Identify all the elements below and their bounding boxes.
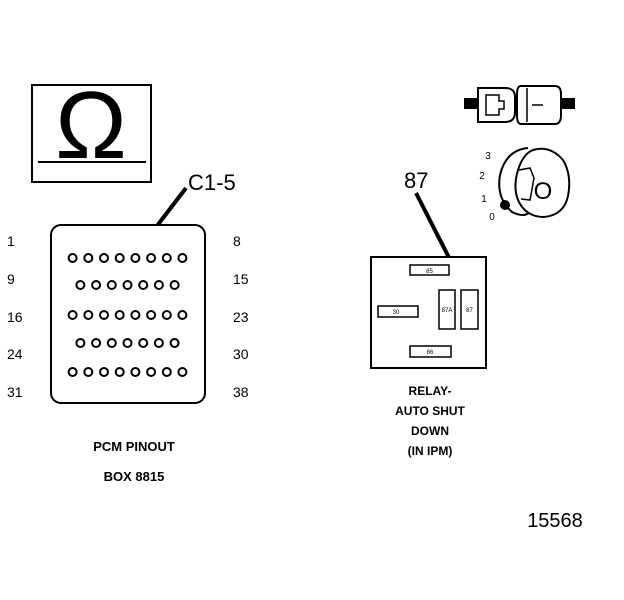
relay-terminal-87: 87 xyxy=(460,289,479,330)
figure-number: 15568 xyxy=(527,510,583,532)
pcm-pin xyxy=(153,338,164,348)
pcm-pin xyxy=(91,338,102,348)
pcm-pin xyxy=(67,367,78,377)
pcm-pin-grid xyxy=(67,253,188,377)
pcm-pin xyxy=(177,253,188,263)
row-label-right: 23 xyxy=(233,309,249,325)
pcm-pin xyxy=(177,367,188,377)
svg-text:30: 30 xyxy=(393,310,400,316)
pcm-pin xyxy=(75,280,86,290)
ignition-key-letter: O xyxy=(534,178,553,205)
pcm-connector xyxy=(50,224,206,404)
row-label-left: 16 xyxy=(7,309,23,325)
relay-terminal-85: 85 xyxy=(409,264,450,276)
relay-terminal-87a: 87A xyxy=(438,289,456,330)
row-label-right: 8 xyxy=(233,233,241,249)
pcm-caption-line2: BOX 8815 xyxy=(104,469,165,484)
pcm-pin xyxy=(169,280,180,290)
ignition-switch-icon: O 3 2 1 0 xyxy=(479,147,571,223)
relay-caption-line2: AUTO SHUT xyxy=(395,404,465,418)
relay-caption-line1: RELAY- xyxy=(409,384,452,398)
pcm-pin xyxy=(91,280,102,290)
pcm-callout-label: C1-5 xyxy=(188,170,236,195)
pcm-pin xyxy=(99,367,109,377)
row-label-left: 31 xyxy=(7,384,23,400)
pcm-pin xyxy=(83,310,94,320)
ohm-icon: Ω xyxy=(55,72,127,179)
relay-caption-line4: (IN IPM) xyxy=(408,444,453,458)
pcm-pin xyxy=(114,310,125,320)
ignition-position-label: 2 xyxy=(479,171,485,182)
svg-text:87: 87 xyxy=(466,308,473,314)
pcm-pin xyxy=(114,367,125,377)
relay-callout-label: 87 xyxy=(404,168,428,193)
pcm-pin xyxy=(83,367,94,377)
pcm-pin xyxy=(83,253,94,263)
svg-text:86: 86 xyxy=(427,350,434,356)
pcm-pin xyxy=(138,280,149,290)
row-label-right: 38 xyxy=(233,384,249,400)
ignition-position-label: 1 xyxy=(481,194,487,205)
row-label-left: 1 xyxy=(7,233,15,249)
pcm-pin xyxy=(114,253,125,263)
pcm-pin xyxy=(75,338,86,348)
pcm-pin xyxy=(177,310,188,320)
relay-caption-line3: DOWN xyxy=(411,424,449,438)
pcm-pin xyxy=(106,280,117,290)
row-label-left: 9 xyxy=(7,271,15,287)
row-label-right: 15 xyxy=(233,271,249,287)
pcm-pin xyxy=(106,338,117,348)
pcm-pin xyxy=(146,367,157,377)
row-label-left: 24 xyxy=(7,346,23,362)
pcm-pin xyxy=(67,310,78,320)
ohmmeter-symbol: Ω xyxy=(31,72,152,183)
row-label-right: 30 xyxy=(233,346,249,362)
pcm-pin xyxy=(161,367,172,377)
pcm-pin xyxy=(138,338,149,348)
connector-plug-icon xyxy=(464,85,575,125)
pcm-pin xyxy=(146,253,157,263)
pcm-pin xyxy=(130,253,141,263)
pcm-pin xyxy=(99,310,109,320)
pcm-pin xyxy=(99,253,109,263)
ignition-position-label: 0 xyxy=(489,212,495,223)
pcm-row-labels-right: 8 15 23 30 38 xyxy=(233,233,249,400)
pcm-pin xyxy=(161,253,172,263)
pcm-pin xyxy=(122,338,133,348)
relay-terminal-30: 30 xyxy=(377,305,419,318)
pcm-pin xyxy=(130,310,141,320)
pcm-pin xyxy=(169,338,180,348)
relay-terminal-86: 86 xyxy=(409,345,452,358)
svg-text:87A: 87A xyxy=(442,308,453,314)
relay-auto-shutdown: 85 30 87A 87 86 xyxy=(370,256,487,369)
ignition-position-label: 3 xyxy=(485,151,491,162)
pcm-pin xyxy=(161,310,172,320)
pcm-pin xyxy=(130,367,141,377)
pcm-row-labels-left: 1 9 16 24 31 xyxy=(7,233,23,400)
pcm-caption-line1: PCM PINOUT xyxy=(93,439,175,454)
svg-text:85: 85 xyxy=(426,269,433,275)
pcm-pin xyxy=(122,280,133,290)
pcm-pin xyxy=(146,310,157,320)
pcm-pin xyxy=(153,280,164,290)
pcm-pin xyxy=(67,253,78,263)
